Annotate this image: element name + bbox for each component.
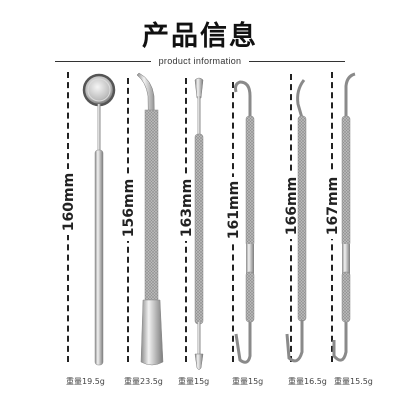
subtitle-row: product information bbox=[0, 55, 400, 67]
subtitle-rule-left bbox=[54, 60, 151, 62]
hook-probe-icon bbox=[234, 80, 255, 364]
double-ended-explorer-icon bbox=[332, 72, 356, 362]
weight-label-4: 重量15g bbox=[232, 377, 264, 386]
weight-label-2: 重量23.5g bbox=[124, 377, 163, 386]
sickle-scaler-icon bbox=[285, 79, 307, 363]
weight-label-5: 重量16.5g bbox=[288, 377, 327, 386]
weight-label-6: 重量15.5g bbox=[334, 377, 373, 386]
mouth-mirror-icon bbox=[82, 73, 116, 366]
tweezers-icon bbox=[136, 72, 164, 366]
weight-label-1: 重量19.5g bbox=[66, 377, 105, 386]
weight-label-3: 重量15g bbox=[178, 377, 210, 386]
page-title: 产品信息 bbox=[142, 21, 258, 52]
page-subtitle: product information bbox=[158, 56, 242, 66]
subtitle-rule-right bbox=[249, 60, 346, 62]
spoon-excavator-icon bbox=[194, 77, 204, 370]
